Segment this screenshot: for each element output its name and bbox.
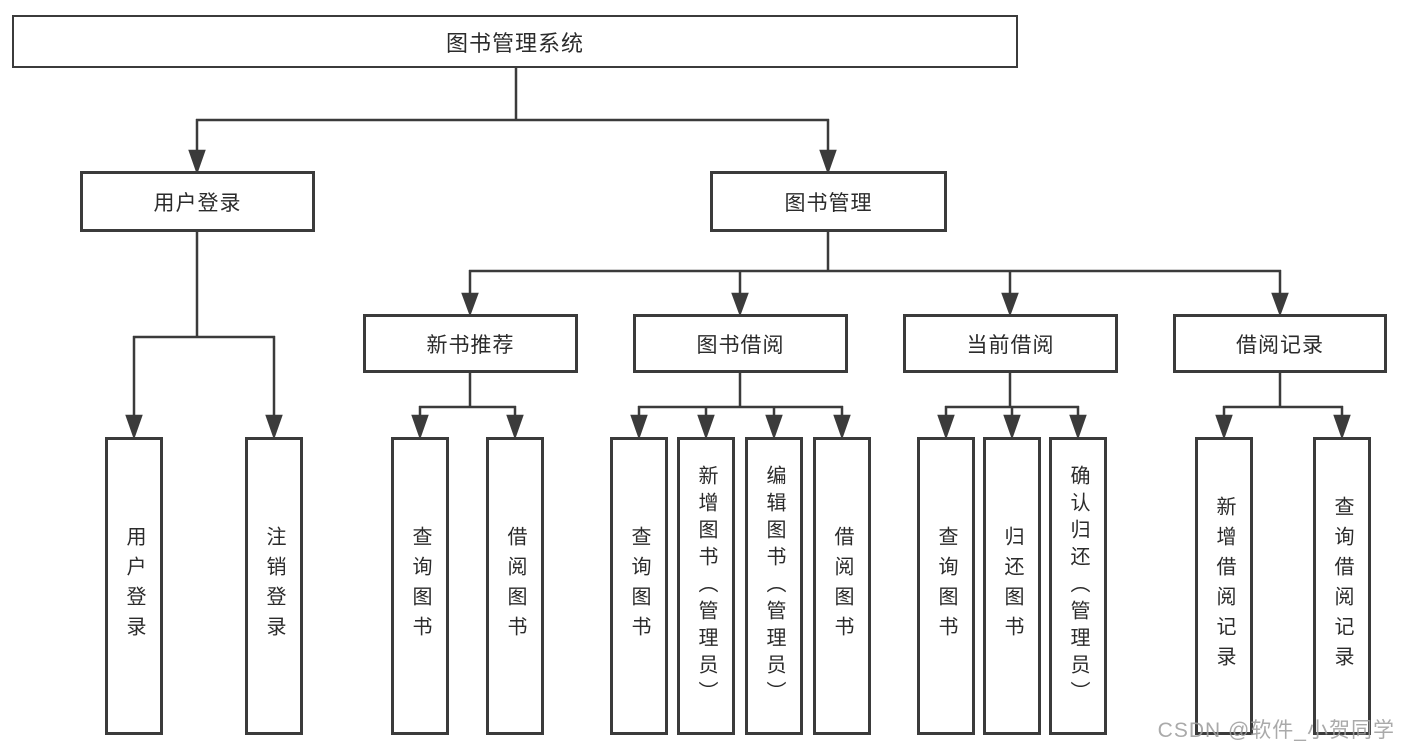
- node-label: 当前借阅: [966, 333, 1055, 357]
- node-query-books-current: 查询图书: [917, 437, 975, 735]
- node-label: 查询借阅记录: [1331, 496, 1353, 676]
- node-logout: 注销登录: [245, 437, 303, 735]
- node-label: 归还图书: [1001, 526, 1023, 646]
- node-label: 图书管理系统: [445, 30, 584, 56]
- arrowhead: [1271, 292, 1289, 317]
- node-borrow-records: 借阅记录: [1173, 314, 1387, 373]
- arrowhead: [937, 414, 955, 440]
- node-label: 图书借阅: [696, 333, 785, 357]
- arrowhead: [188, 149, 206, 175]
- node-label: 查询图书: [628, 526, 650, 646]
- node-return-books: 归还图书: [983, 437, 1041, 735]
- arrowhead: [265, 414, 283, 440]
- arrowhead: [819, 149, 837, 175]
- node-label: 用户登录: [123, 526, 145, 646]
- node-book-management: 图书管理: [710, 171, 947, 232]
- arrowhead: [125, 414, 143, 440]
- arrowhead: [1003, 414, 1021, 440]
- arrowhead: [833, 414, 851, 440]
- arrowhead: [1215, 414, 1233, 440]
- node-label: 新书推荐: [426, 333, 515, 357]
- node-label: 编辑图书（管理员）: [763, 464, 785, 708]
- node-label: 确认归还（管理员）: [1067, 464, 1089, 708]
- csdn-watermark: CSDN @软件_小贺同学: [1157, 719, 1395, 742]
- node-user-login-leaf: 用户登录: [105, 437, 163, 735]
- node-label: 查询图书: [935, 526, 957, 646]
- node-label: 新增借阅记录: [1213, 496, 1235, 676]
- node-query-books-recommend: 查询图书: [391, 437, 449, 735]
- node-add-book-admin: 新增图书（管理员）: [677, 437, 735, 735]
- node-new-book-recommend: 新书推荐: [363, 314, 578, 373]
- node-label: 查询图书: [409, 526, 431, 646]
- node-label: 借阅图书: [504, 526, 526, 646]
- arrowhead: [731, 292, 749, 317]
- arrowhead: [765, 414, 783, 440]
- arrowhead: [461, 292, 479, 317]
- node-library-management-system: 图书管理系统: [12, 15, 1018, 68]
- arrowhead: [1069, 414, 1087, 440]
- node-label: 借阅图书: [831, 526, 853, 646]
- node-label: 新增图书（管理员）: [695, 464, 717, 708]
- node-confirm-return-admin: 确认归还（管理员）: [1049, 437, 1107, 735]
- node-current-borrowing: 当前借阅: [903, 314, 1118, 373]
- arrowhead: [697, 414, 715, 440]
- arrowhead: [411, 414, 429, 440]
- node-book-borrowing: 图书借阅: [633, 314, 848, 373]
- node-user-login: 用户登录: [80, 171, 315, 232]
- node-add-borrow-record: 新增借阅记录: [1195, 437, 1253, 735]
- node-edit-book-admin: 编辑图书（管理员）: [745, 437, 803, 735]
- node-label: 注销登录: [263, 526, 285, 646]
- arrowhead: [1001, 292, 1019, 317]
- arrowhead: [630, 414, 648, 440]
- arrowhead: [1333, 414, 1351, 440]
- arrowhead: [506, 414, 524, 440]
- node-label: 借阅记录: [1236, 333, 1324, 357]
- node-borrow-books-borrowing: 借阅图书: [813, 437, 871, 735]
- node-label: 图书管理: [784, 191, 873, 215]
- node-query-borrow-record: 查询借阅记录: [1313, 437, 1371, 735]
- node-label: 用户登录: [153, 191, 242, 215]
- node-query-books-borrowing: 查询图书: [610, 437, 668, 735]
- node-borrow-books-recommend: 借阅图书: [486, 437, 544, 735]
